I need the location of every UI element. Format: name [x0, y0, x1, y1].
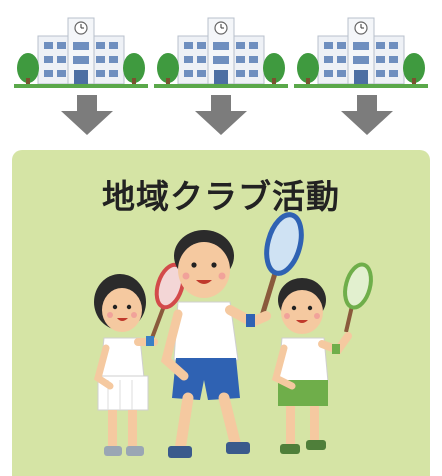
boy-figure-right	[271, 262, 373, 454]
panel-title: 地域クラブ活動	[102, 177, 340, 216]
arrow-down-icon	[61, 95, 113, 135]
school-building-icon	[154, 17, 288, 88]
boy-figure-center	[160, 212, 304, 458]
arrow-down-icon	[195, 95, 247, 135]
school-building-icon	[14, 17, 148, 88]
girl-figure	[93, 262, 186, 456]
school-building-icon	[294, 17, 428, 88]
arrow-down-icon	[341, 95, 393, 135]
tennis-children-illustration	[93, 212, 373, 458]
